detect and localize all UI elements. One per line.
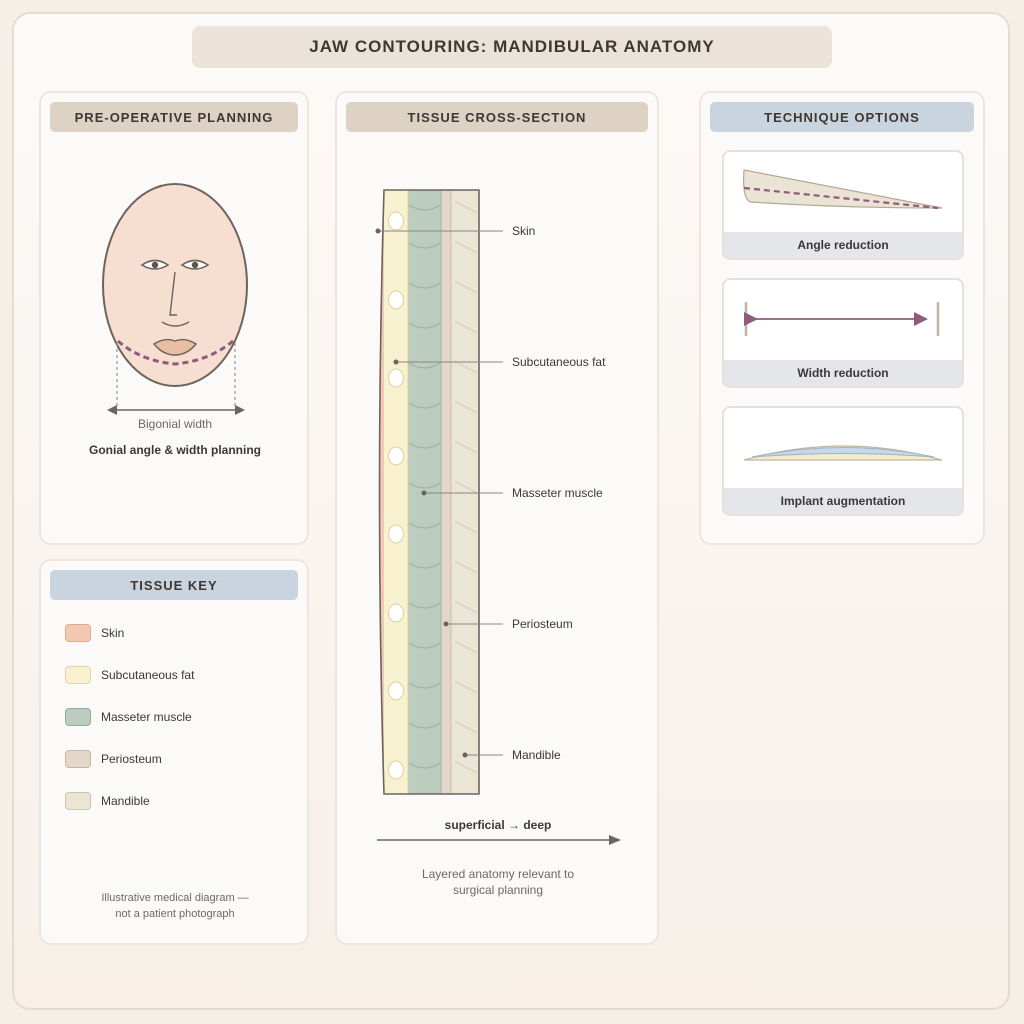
depth-arrow-head [609,835,621,845]
technique-card-implant-augmentation: Implant augmentation [722,406,964,516]
key-label: Masseter muscle [101,710,192,724]
key-item-mandible: Mandible [65,791,150,811]
fat-lobules [388,211,404,780]
technique-label: Width reduction [724,360,962,386]
cross-section-caption-1: Layered anatomy relevant to [421,867,575,881]
cross-section-outline [378,189,480,795]
swatch-periosteum [65,750,91,768]
disclaimer-line-2: not a patient photograph [115,908,235,920]
lips [152,338,198,356]
planning-caption: Gonial angle & width planning [89,443,261,457]
right-eye-icon [180,259,210,270]
key-label: Mandible [101,794,150,808]
technique-header: TECHNIQUE OPTIONS [710,102,974,132]
arrow-right-head [235,405,245,415]
layer-fat [384,190,408,794]
width-reduction-icon [744,302,940,336]
swatch-skin [65,624,91,642]
nose-line [169,271,177,316]
chin-crease [161,321,190,327]
label-mandible: Mandible [512,748,561,762]
key-label: Subcutaneous fat [101,668,195,682]
cross-section-header: TISSUE CROSS-SECTION [346,102,648,132]
arrow-left-head [107,405,117,415]
key-item-fat: Subcutaneous fat [65,665,194,685]
key-item-muscle: Masseter muscle [65,707,192,727]
swatch-mandible [65,792,91,810]
technique-card-angle-reduction: Angle reduction [722,150,964,260]
key-item-periosteum: Periosteum [65,749,162,769]
key-label: Periosteum [101,752,162,766]
technique-card-width-reduction: Width reduction [722,278,964,388]
label-subcutaneous-fat: Subcutaneous fat [512,355,606,369]
swatch-muscle [65,708,91,726]
implant-augmentation-icon [743,445,943,461]
left-eye-icon [140,259,170,270]
face-outline [102,183,248,387]
leader-dots [375,228,468,758]
disclaimer-line-1: Illustrative medical diagram — [101,892,249,904]
cross-section-diagram [375,189,621,845]
key-item-skin: Skin [65,623,124,643]
technique-panel: TECHNIQUE OPTIONS Angle reduction Width … [699,91,985,545]
face-diagram [102,183,248,415]
layer-periosteum [441,190,451,794]
muscle-fibres [408,204,441,769]
cross-section-panel: TISSUE CROSS-SECTION [335,91,659,945]
technique-label: Implant augmentation [724,488,962,514]
bone-hatching [454,200,478,774]
jawline-dashed [117,339,234,366]
bigonial-label: Bigonial width [137,417,213,431]
angle-reduction-icon [743,169,943,210]
planning-panel: PRE-OPERATIVE PLANNING Bigonial width Go… [39,91,309,545]
tissue-key-panel: TISSUE KEY Skin Subcutaneous fat Massete… [39,559,309,945]
planning-header: PRE-OPERATIVE PLANNING [50,102,298,132]
key-label: Skin [101,626,125,640]
depth-axis-label: superficial → deep [444,818,552,832]
swatch-fat [65,666,91,684]
label-masseter: Masseter muscle [512,486,603,500]
page-title: JAW CONTOURING: MANDIBULAR ANATOMY [192,26,832,68]
label-periosteum: Periosteum [512,617,573,631]
label-skin: Skin [512,224,536,238]
tissue-key-header: TISSUE KEY [50,570,298,600]
technique-label: Angle reduction [724,232,962,258]
leader-lines [378,230,503,756]
cross-section-caption-2: surgical planning [452,883,544,897]
